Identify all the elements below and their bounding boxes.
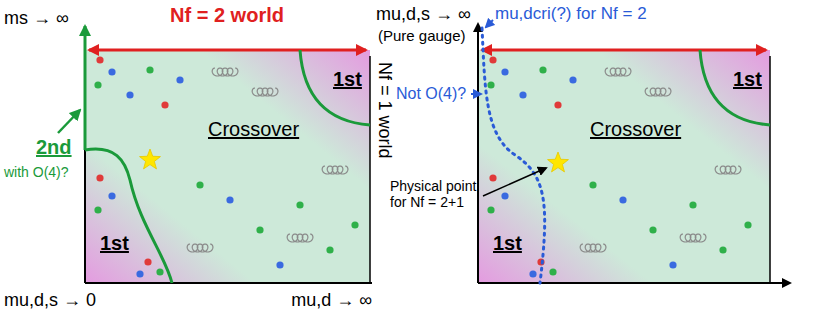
second-order-line (84, 26, 87, 150)
gluon-coil (715, 166, 741, 174)
pointer-arrow (486, 20, 493, 27)
critical-label: mu,dcri(?) for Nf = 2 (495, 4, 647, 24)
quark-dot (126, 91, 133, 98)
quark-dot (296, 201, 303, 208)
world-label: Nf = 2 world (170, 4, 284, 27)
quark-dot (146, 66, 153, 73)
callout-label: Physical point for Nf = 2+1 (390, 178, 480, 210)
callout-label: Not O(4)? (396, 85, 466, 103)
first-order-boundary (85, 149, 172, 283)
left-panel-ground (85, 50, 370, 283)
gluon-coil (580, 244, 606, 252)
quark-dot (487, 206, 494, 213)
quark-dot (108, 192, 115, 199)
pointer-arrow (483, 168, 546, 196)
quark-dot (689, 201, 696, 208)
quark-dot (669, 261, 676, 268)
quark-dot (94, 81, 101, 88)
axis-label: mu,d,s → ∞ (376, 4, 471, 25)
region-label: Crossover (590, 118, 681, 141)
panel-edge (369, 56, 371, 283)
quark-dot (649, 226, 656, 233)
quark-dot (96, 56, 103, 63)
region-label: 1st (733, 68, 762, 91)
gluon-coil (605, 68, 631, 76)
quark-dot (501, 68, 508, 75)
region-label: 1st (333, 68, 362, 91)
first-order-boundary (300, 50, 370, 125)
quark-dot (326, 246, 333, 253)
transition-note: with O(4)? (4, 164, 69, 180)
gluon-coil (287, 234, 313, 242)
quark-dot (487, 81, 494, 88)
quark-dot (519, 91, 526, 98)
quark-dot (719, 246, 726, 253)
quark-dot (161, 101, 168, 108)
quark-dot (156, 268, 163, 275)
quark-dot (136, 270, 143, 277)
quark-dot (529, 270, 536, 277)
quark-dot (94, 206, 101, 213)
y-axis (477, 24, 479, 283)
quark-dot (96, 174, 103, 181)
quark-dot (108, 68, 115, 75)
quark-dot (196, 181, 203, 188)
star-marker (548, 152, 569, 172)
quark-dot (144, 258, 151, 265)
gluon-coil (252, 88, 278, 96)
axis-label: mu,d → ∞ (291, 290, 372, 311)
right-panel-ground (478, 50, 770, 283)
critical-line (482, 28, 545, 283)
gluon-coil (645, 88, 671, 96)
quark-dot (351, 221, 358, 228)
axis-note: (Pure gauge) (378, 27, 466, 44)
star-marker (140, 149, 161, 169)
quark-dot (569, 76, 576, 83)
x-axis (85, 282, 372, 284)
quark-dot (619, 196, 626, 203)
nf2-arrow (482, 49, 766, 52)
transition-label: 2nd (36, 136, 72, 159)
quark-dot (276, 261, 283, 268)
panel-edge (769, 56, 771, 283)
pointer-arrow (58, 110, 80, 133)
quark-dot (589, 181, 596, 188)
quark-dot (539, 66, 546, 73)
quark-dot (744, 221, 751, 228)
physical-point (140, 149, 569, 172)
quark-dot (489, 174, 496, 181)
region-label: 1st (493, 232, 522, 255)
region-label: 1st (100, 232, 129, 255)
world-label: Nf = 1 world (374, 62, 395, 159)
axis-label: mu,d,s → 0 (4, 290, 96, 311)
quark-dot (256, 226, 263, 233)
nf2-arrow (89, 49, 366, 52)
quark-dot (554, 101, 561, 108)
first-order-boundary (700, 50, 770, 125)
gluon-coil (680, 234, 706, 242)
particle-decoration (487, 56, 751, 277)
y-axis (84, 150, 86, 283)
particle-decoration (94, 56, 358, 277)
quark-dot (501, 192, 508, 199)
quark-dot (549, 268, 556, 275)
region-label: Crossover (208, 118, 299, 141)
x-axis (478, 282, 790, 284)
quark-dot (489, 56, 496, 63)
pointer-arrow (471, 93, 481, 95)
gluon-coil (187, 244, 213, 252)
quark-dot (226, 196, 233, 203)
gluon-coil (322, 166, 348, 174)
axis-label: ms → ∞ (4, 8, 69, 29)
quark-dot (176, 76, 183, 83)
gluon-coil (212, 68, 238, 76)
